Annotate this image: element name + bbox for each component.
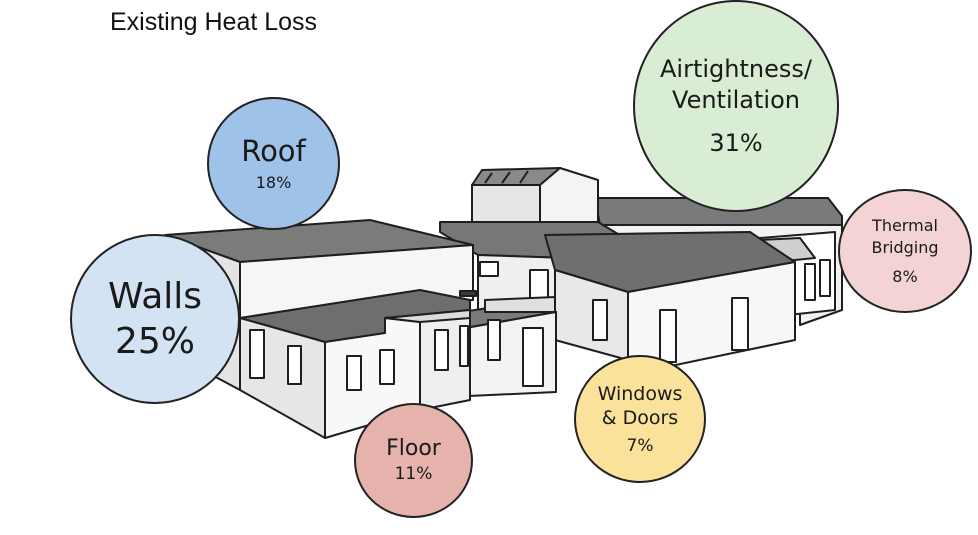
- windows-doors-bubble: Windows & Doors 7%: [574, 355, 706, 483]
- airtightness-ventilation-percent: 31%: [709, 129, 763, 158]
- page-title: Existing Heat Loss: [110, 8, 318, 36]
- roof-bubble: Roof 18%: [207, 97, 340, 230]
- walls-percent: 25%: [114, 321, 195, 362]
- windows-doors-label: Windows & Doors: [597, 382, 683, 430]
- thermal-bridging-percent: 8%: [892, 267, 918, 287]
- thermal-bridging-bubble: Thermal Bridging 8%: [838, 189, 972, 313]
- airtightness-ventilation-label: Airtightness/ Ventilation: [660, 55, 812, 115]
- floor-bubble: Floor 11%: [354, 403, 473, 518]
- windows-doors-percent: 7%: [626, 435, 654, 456]
- floor-percent: 11%: [394, 464, 433, 485]
- roof-label: Roof: [241, 133, 306, 168]
- roof-percent: 18%: [255, 172, 292, 192]
- airtightness-ventilation-bubble: Airtightness/ Ventilation 31%: [633, 0, 839, 212]
- thermal-bridging-label: Thermal Bridging: [871, 216, 939, 257]
- floor-label: Floor: [386, 436, 441, 462]
- walls-label: Walls: [107, 275, 203, 317]
- walls-bubble: Walls 25%: [70, 234, 240, 404]
